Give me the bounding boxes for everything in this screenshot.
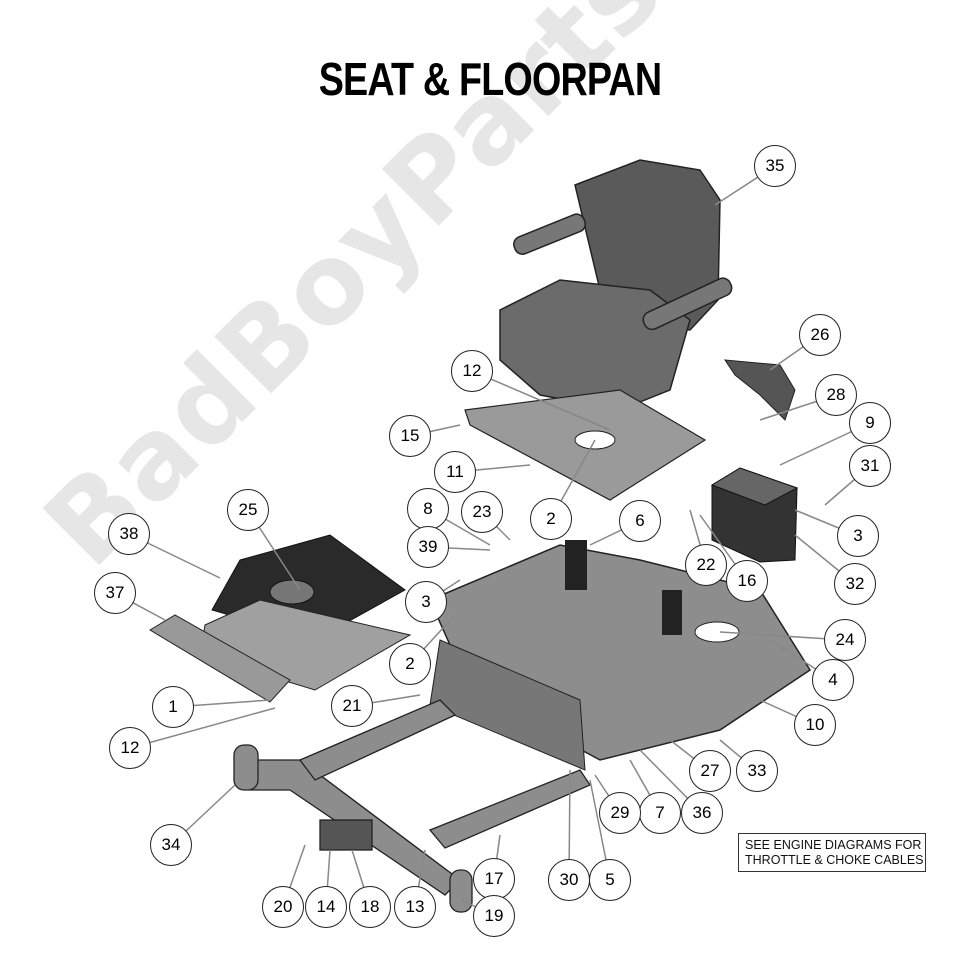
callout-21: 21 — [331, 685, 373, 727]
callout-30: 30 — [548, 859, 590, 901]
callout-23: 23 — [461, 491, 503, 533]
springs — [565, 540, 587, 590]
callout-25: 25 — [227, 489, 269, 531]
floor-mat-cutout — [269, 579, 315, 605]
callout-17: 17 — [473, 858, 515, 900]
callout-26: 26 — [799, 314, 841, 356]
callout-36: 36 — [681, 792, 723, 834]
callout-19: 19 — [473, 895, 515, 937]
callout-34: 34 — [150, 824, 192, 866]
callout-27: 27 — [689, 750, 731, 792]
callout-3: 3 — [837, 515, 879, 557]
callout-18: 18 — [349, 886, 391, 928]
note-line-2: THROTTLE & CHOKE CABLES — [745, 853, 924, 867]
callout-16: 16 — [726, 560, 768, 602]
callout-9: 9 — [849, 402, 891, 444]
callout-2: 2 — [389, 643, 431, 685]
callout-13: 13 — [394, 886, 436, 928]
toe-plate — [149, 614, 291, 703]
callout-31: 31 — [849, 445, 891, 487]
callout-20: 20 — [262, 886, 304, 928]
callout-10: 10 — [794, 704, 836, 746]
callout-12: 12 — [451, 350, 493, 392]
callout-32: 32 — [834, 563, 876, 605]
callout-22: 22 — [685, 544, 727, 586]
callout-4: 4 — [812, 659, 854, 701]
callout-14: 14 — [305, 886, 347, 928]
leader-line — [471, 370, 611, 431]
callout-12: 12 — [109, 727, 151, 769]
callout-35: 35 — [754, 145, 796, 187]
callout-6: 6 — [619, 500, 661, 542]
battery — [710, 467, 799, 563]
callout-2: 2 — [530, 498, 572, 540]
callout-11: 11 — [434, 451, 476, 493]
callout-3: 3 — [405, 581, 447, 623]
seat — [499, 159, 733, 411]
callout-39: 39 — [407, 526, 449, 568]
page-title: SEAT & FLOORPAN — [318, 53, 662, 105]
callout-7: 7 — [639, 792, 681, 834]
frame — [233, 699, 591, 913]
callout-38: 38 — [108, 513, 150, 555]
callout-37: 37 — [94, 572, 136, 614]
callout-33: 33 — [736, 750, 778, 792]
callout-24: 24 — [824, 619, 866, 661]
callout-8: 8 — [407, 488, 449, 530]
note-line-1: SEE ENGINE DIAGRAMS FOR — [745, 838, 922, 852]
bracket — [724, 359, 796, 421]
callout-28: 28 — [815, 374, 857, 416]
engine-diagram-note: SEE ENGINE DIAGRAMS FOR THROTTLE & CHOKE… — [738, 833, 926, 872]
callout-15: 15 — [389, 415, 431, 457]
floorpan-front — [429, 639, 586, 771]
callout-1: 1 — [152, 686, 194, 728]
callout-29: 29 — [599, 792, 641, 834]
leader-line — [129, 707, 276, 749]
callout-5: 5 — [589, 859, 631, 901]
